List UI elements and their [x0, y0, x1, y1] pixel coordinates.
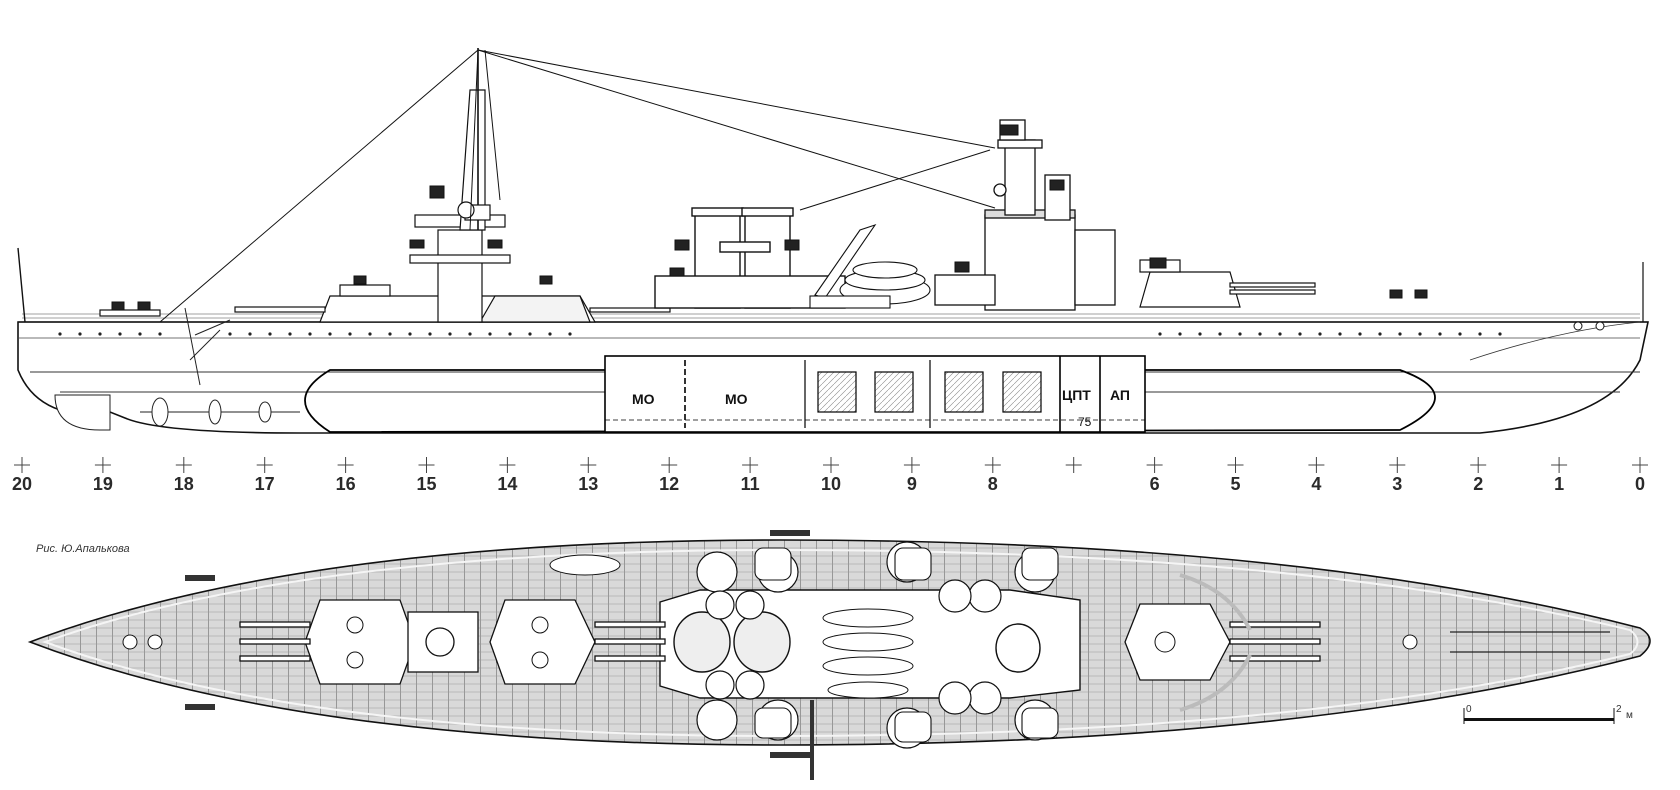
frame-label: 20 — [12, 474, 32, 494]
scale-start: 0 — [1466, 704, 1472, 715]
portholes — [58, 332, 1502, 336]
ensign-staff — [17, 247, 26, 323]
bow-flare — [1469, 321, 1641, 361]
frame-label: 14 — [497, 474, 517, 494]
frame-label: 1 — [1554, 474, 1564, 494]
side-profile: МО МО ЦПТ АП 75 — [17, 48, 1649, 434]
scale-end: 2 — [1616, 704, 1622, 715]
forward-turrets — [1139, 259, 1316, 308]
frame-label: 6 — [1150, 474, 1160, 494]
guard-rail — [22, 313, 1640, 319]
aft-mast — [409, 48, 511, 323]
frame-label: 13 — [578, 474, 598, 494]
frame-label: 16 — [336, 474, 356, 494]
frame-label: 3 — [1392, 474, 1402, 494]
frame-label: 17 — [255, 474, 275, 494]
frame-label: 12 — [659, 474, 679, 494]
compartment-mo-1: МО — [632, 391, 655, 407]
accommodation-ladder — [184, 307, 231, 386]
compartment-mo-2: МО — [725, 391, 748, 407]
plan-view — [27, 530, 1651, 780]
turret-hatches — [122, 616, 1418, 669]
anchor-gear — [1179, 573, 1610, 712]
frame-75-label: 75 — [1078, 415, 1092, 429]
frame-label: 11 — [741, 474, 760, 494]
deck-guns — [111, 124, 1605, 331]
forward-bridge — [934, 119, 1116, 311]
frame-label: 15 — [416, 474, 436, 494]
compartment-inset: МО МО ЦПТ АП 75 — [604, 355, 1146, 433]
frame-label: 4 — [1311, 474, 1321, 494]
plan-boats — [549, 554, 914, 699]
boilers — [817, 371, 1042, 413]
rigging — [159, 49, 996, 323]
deck-edge-inner — [42, 548, 1639, 738]
aft-superstructure — [99, 284, 671, 323]
frame-label: 9 — [907, 474, 917, 494]
boats-crane — [809, 223, 931, 309]
secondary-turrets — [754, 547, 1059, 743]
frame-label: 18 — [174, 474, 194, 494]
propellers — [54, 394, 300, 431]
stern-details — [185, 530, 814, 780]
frame-label: 10 — [821, 474, 841, 494]
frame-label: 2 — [1473, 474, 1483, 494]
plan-turrets — [239, 599, 1321, 685]
frame-label: 19 — [93, 474, 113, 494]
scale-bar: 0 2 м — [1463, 704, 1633, 724]
armor-belt — [304, 369, 1436, 433]
frame-label: 8 — [988, 474, 998, 494]
frame-label: 0 — [1635, 474, 1645, 494]
drawing-credit: Рис. Ю.Апалькова — [36, 543, 130, 555]
scale-unit: м — [1626, 710, 1633, 721]
frame-label: 5 — [1230, 474, 1240, 494]
compartment-cpt: ЦПТ — [1062, 387, 1091, 403]
compartment-ap: АП — [1110, 387, 1130, 403]
